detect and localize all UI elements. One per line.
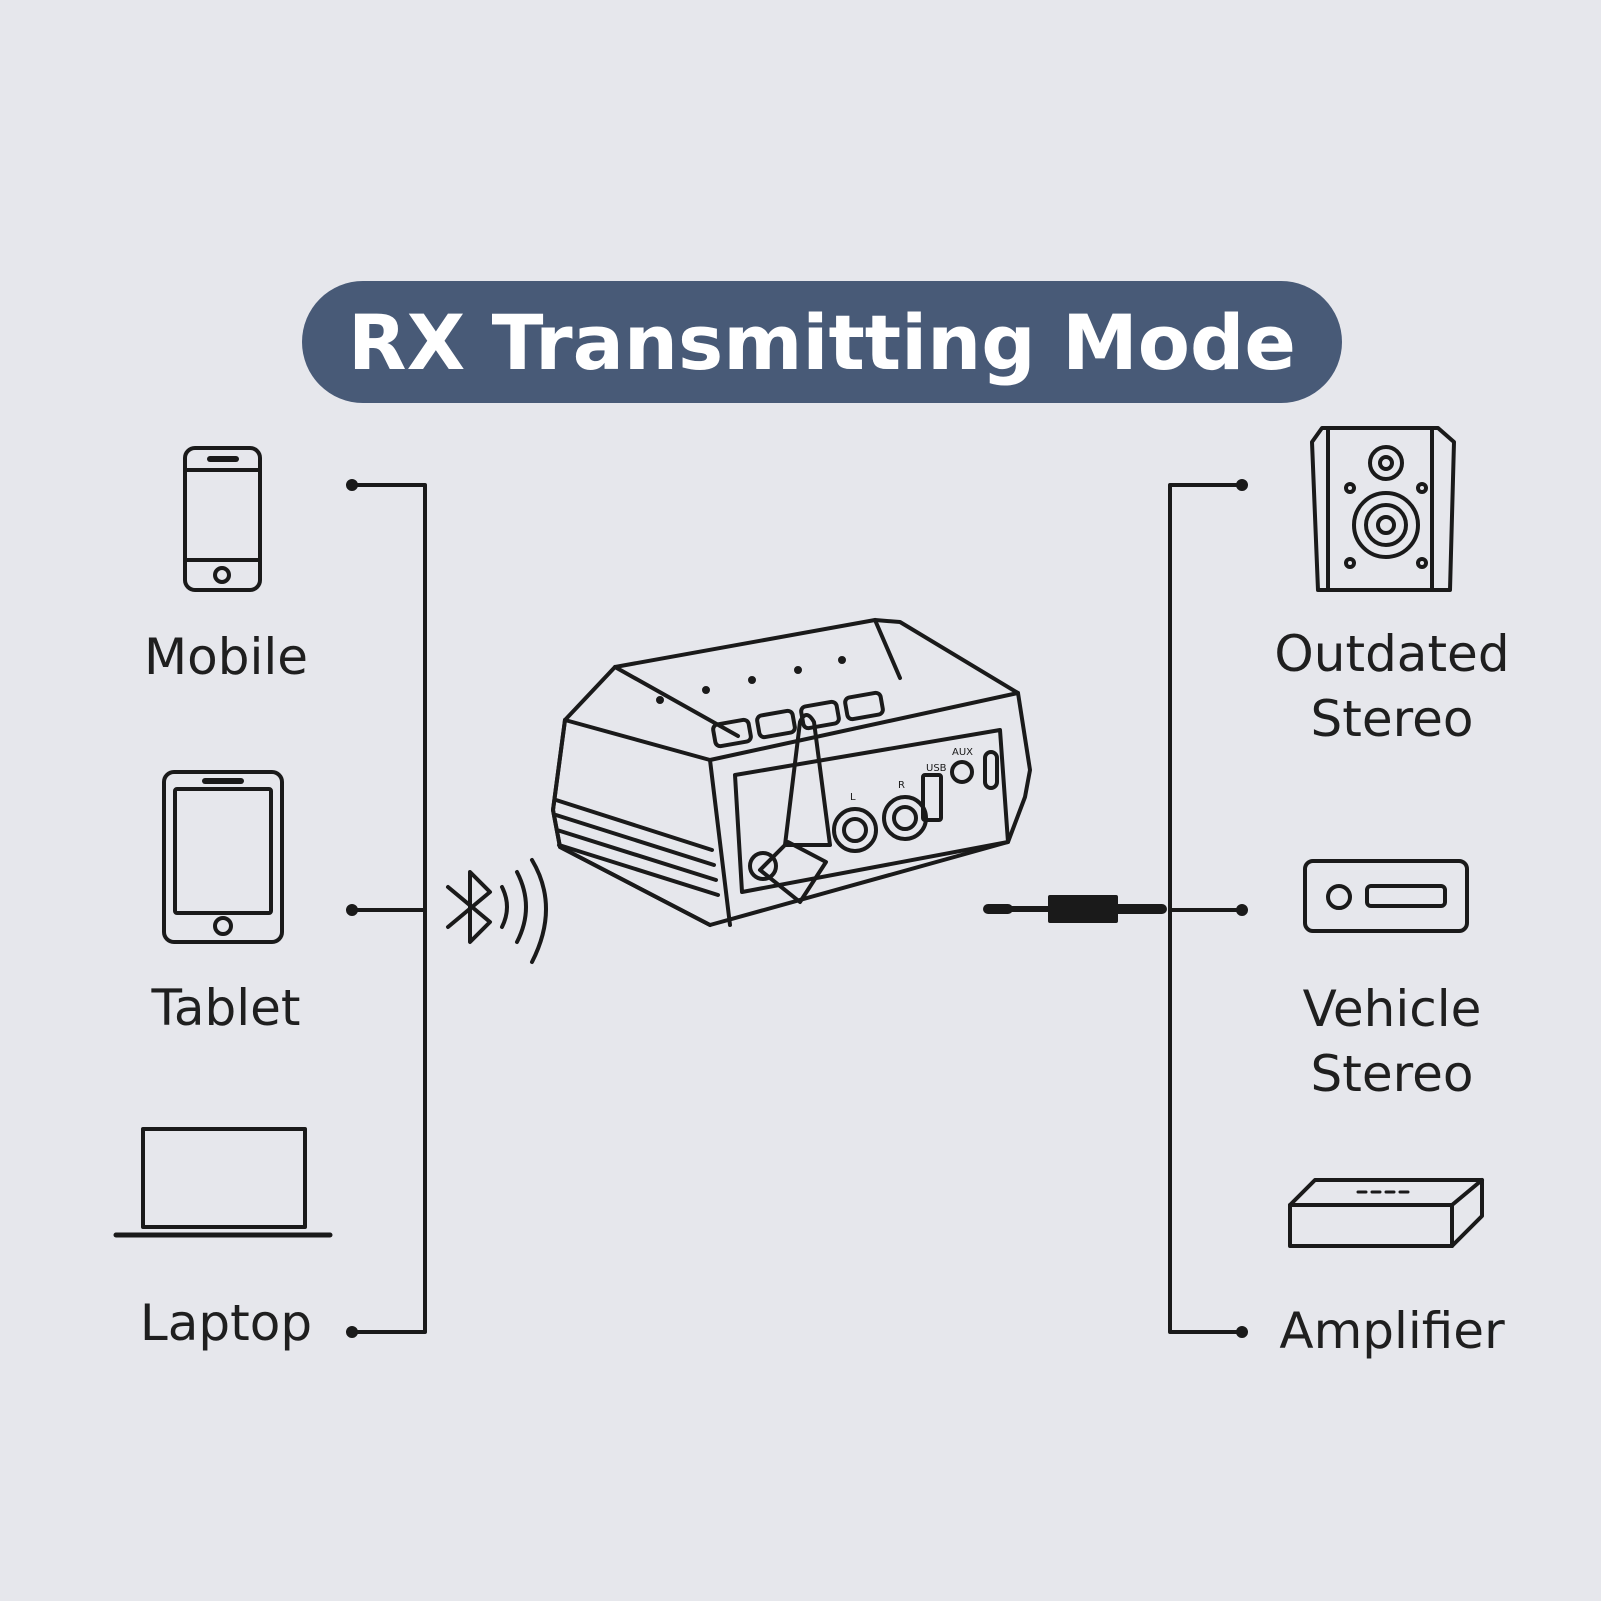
speaker-icon xyxy=(1310,426,1456,592)
bluetooth-signal-icon xyxy=(446,858,548,964)
port-label-aux: AUX xyxy=(952,747,973,758)
vehicle-stereo-label-line1: Vehicle xyxy=(1302,980,1482,1038)
port-label-usb: USB xyxy=(926,763,947,774)
bluetooth-transceiver-icon xyxy=(551,618,1032,927)
vehicle-stereo-label-line2: Stereo xyxy=(1310,1045,1474,1103)
laptop-icon xyxy=(113,1127,333,1238)
laptop-label: Laptop xyxy=(139,1294,313,1352)
mobile-label: Mobile xyxy=(143,628,308,686)
port-label-right: R xyxy=(898,780,905,791)
mobile-phone-icon xyxy=(183,446,262,592)
port-label-left: L xyxy=(850,792,856,803)
car-stereo-icon xyxy=(1303,859,1469,933)
outdated-stereo-label-line1: Outdated xyxy=(1274,625,1510,683)
amplifier-icon xyxy=(1288,1178,1484,1248)
aux-cable-icon xyxy=(983,895,1167,923)
output-connector-lines xyxy=(1168,479,1248,1338)
source-connector-lines xyxy=(346,479,427,1338)
diagram-title: RX Transmitting Mode xyxy=(348,297,1296,387)
outdated-stereo-label-line2: Stereo xyxy=(1310,690,1474,748)
amplifier-label: Amplifier xyxy=(1279,1302,1505,1360)
tablet-label: Tablet xyxy=(151,979,301,1037)
tablet-icon xyxy=(162,770,284,944)
title-banner: RX Transmitting Mode xyxy=(302,281,1342,403)
